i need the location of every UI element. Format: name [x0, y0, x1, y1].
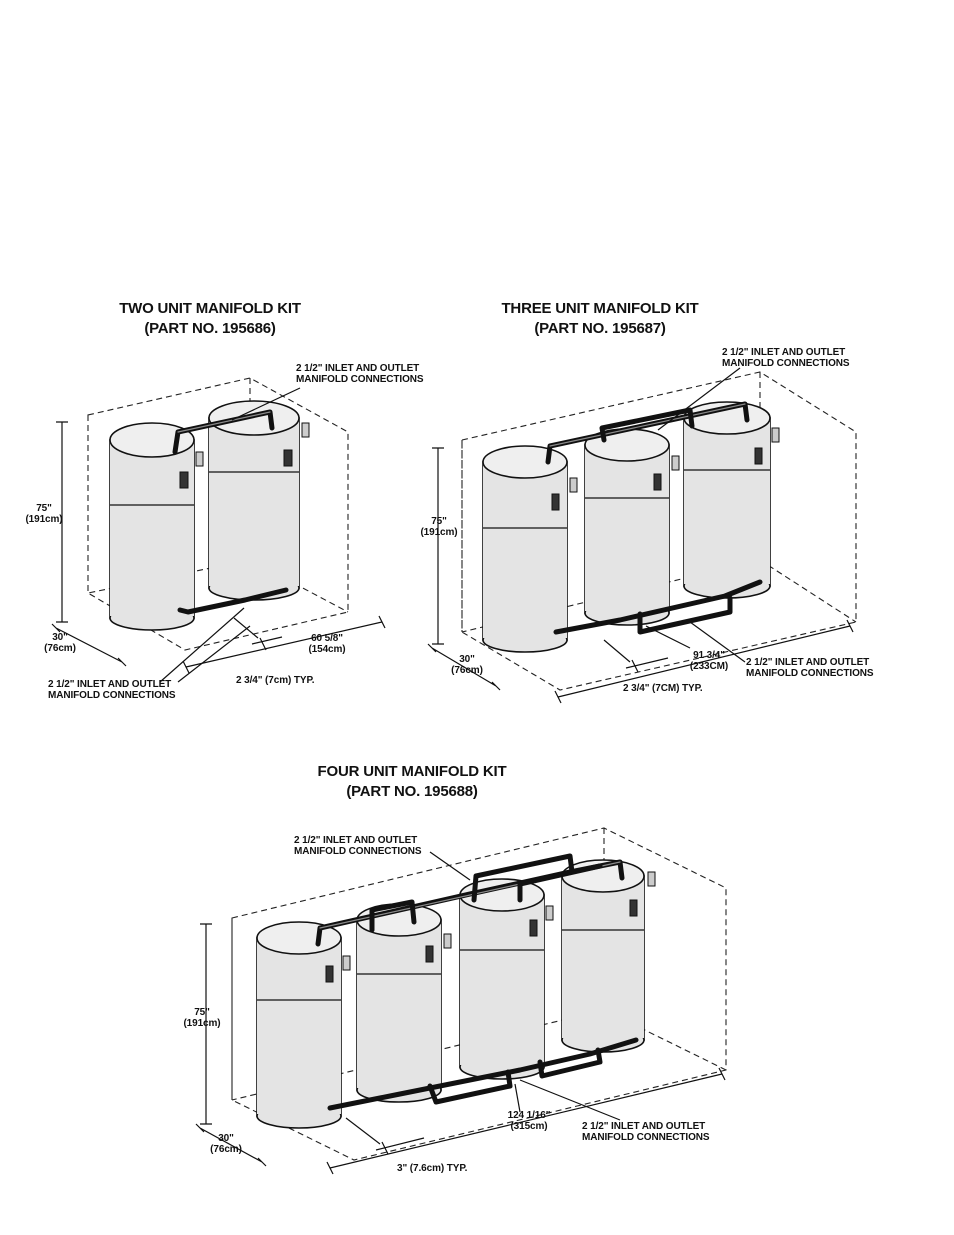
four-unit-height-label: 75" (191cm): [180, 1007, 224, 1029]
label-line: MANIFOLD CONNECTIONS: [722, 358, 850, 369]
four-unit-top-connections-label: 2 1/2" INLET AND OUTLET MANIFOLD CONNECT…: [294, 835, 422, 857]
label-line: 124 1/16": [507, 1110, 551, 1121]
label-line: 75": [431, 516, 447, 527]
four-unit-depth-label: 30" (76cm): [204, 1133, 248, 1155]
three-unit-title: THREE UNIT MANIFOLD KIT (PART NO. 195687…: [470, 299, 730, 339]
label-line: (191cm): [420, 527, 458, 538]
label-line: MANIFOLD CONNECTIONS: [582, 1132, 710, 1143]
label-line: 75": [36, 503, 52, 514]
three-unit-diagram: [427, 367, 857, 704]
tank: [356, 903, 442, 1103]
label-line: (76cm): [451, 665, 483, 676]
label-line: 30": [52, 632, 68, 643]
label-line: (233CM): [689, 661, 729, 672]
two-unit-top-connections-label: 2 1/2" INLET AND OUTLET MANIFOLD CONNECT…: [296, 363, 424, 385]
two-unit-bottom-connections-label: 2 1/2" INLET AND OUTLET MANIFOLD CONNECT…: [48, 679, 176, 701]
two-unit-width-label: 60 5/8" (154cm): [302, 633, 352, 655]
tank: [109, 422, 195, 631]
label-line: 2 1/2" INLET AND OUTLET: [722, 347, 846, 358]
three-unit-gap-label: 2 3/4" (7CM) TYP.: [623, 683, 703, 694]
label-line: MANIFOLD CONNECTIONS: [48, 690, 176, 701]
label-line: 2 1/2" INLET AND OUTLET: [294, 835, 418, 846]
two-unit-title-line1: TWO UNIT MANIFOLD KIT: [119, 300, 301, 317]
four-unit-title-line2: (PART NO. 195688): [346, 783, 478, 800]
tank: [459, 878, 545, 1080]
two-unit-gap-label: 2 3/4" (7cm) TYP.: [236, 675, 315, 686]
label-line: 30": [218, 1133, 234, 1144]
tank: [683, 401, 771, 599]
label-line: (76cm): [44, 643, 76, 654]
label-line: (191cm): [25, 514, 63, 525]
label-line: 2 1/2" INLET AND OUTLET: [48, 679, 172, 690]
four-unit-gap-label: 3" (7.6cm) TYP.: [397, 1163, 468, 1174]
label-line: (76cm): [210, 1144, 242, 1155]
label-line: (154cm): [308, 644, 346, 655]
four-unit-width-label: 124 1/16" (315cm): [500, 1110, 558, 1132]
two-unit-height-label: 75" (191cm): [22, 503, 66, 525]
tank: [482, 445, 568, 653]
label-line: 91 3/4": [693, 650, 725, 661]
four-unit-title-line1: FOUR UNIT MANIFOLD KIT: [317, 763, 507, 780]
label-line: 30": [459, 654, 475, 665]
three-unit-top-connections-label: 2 1/2" INLET AND OUTLET MANIFOLD CONNECT…: [722, 347, 850, 369]
tank: [584, 428, 670, 626]
two-unit-title-line2: (PART NO. 195686): [144, 320, 276, 337]
two-unit-depth-label: 30" (76cm): [38, 632, 82, 654]
two-unit-diagram: [51, 377, 386, 683]
label-line: MANIFOLD CONNECTIONS: [294, 846, 422, 857]
label-line: MANIFOLD CONNECTIONS: [296, 374, 424, 385]
three-unit-title-line2: (PART NO. 195687): [534, 320, 666, 337]
label-line: 2 1/2" INLET AND OUTLET: [746, 657, 870, 668]
label-line: MANIFOLD CONNECTIONS: [746, 668, 874, 679]
tank: [256, 921, 342, 1129]
three-unit-title-line1: THREE UNIT MANIFOLD KIT: [501, 300, 699, 317]
two-unit-title: TWO UNIT MANIFOLD KIT (PART NO. 195686): [90, 299, 330, 339]
label-line: (315cm): [510, 1121, 548, 1132]
label-line: 75": [194, 1007, 210, 1018]
three-unit-height-label: 75" (191cm): [417, 516, 461, 538]
four-unit-title: FOUR UNIT MANIFOLD KIT (PART NO. 195688): [282, 762, 542, 802]
label-line: 60 5/8": [311, 633, 343, 644]
tank: [561, 859, 645, 1053]
label-line: (191cm): [183, 1018, 221, 1029]
three-unit-depth-label: 30" (76cm): [445, 654, 489, 676]
three-unit-bottom-connections-label: 2 1/2" INLET AND OUTLET MANIFOLD CONNECT…: [746, 657, 874, 679]
tank: [208, 400, 300, 601]
label-line: 2 1/2" INLET AND OUTLET: [582, 1121, 706, 1132]
four-unit-diagram: [195, 827, 727, 1175]
label-line: 2 1/2" INLET AND OUTLET: [296, 363, 420, 374]
four-unit-bottom-connections-label: 2 1/2" INLET AND OUTLET MANIFOLD CONNECT…: [582, 1121, 710, 1143]
three-unit-width-label: 91 3/4" (233CM): [684, 650, 734, 672]
